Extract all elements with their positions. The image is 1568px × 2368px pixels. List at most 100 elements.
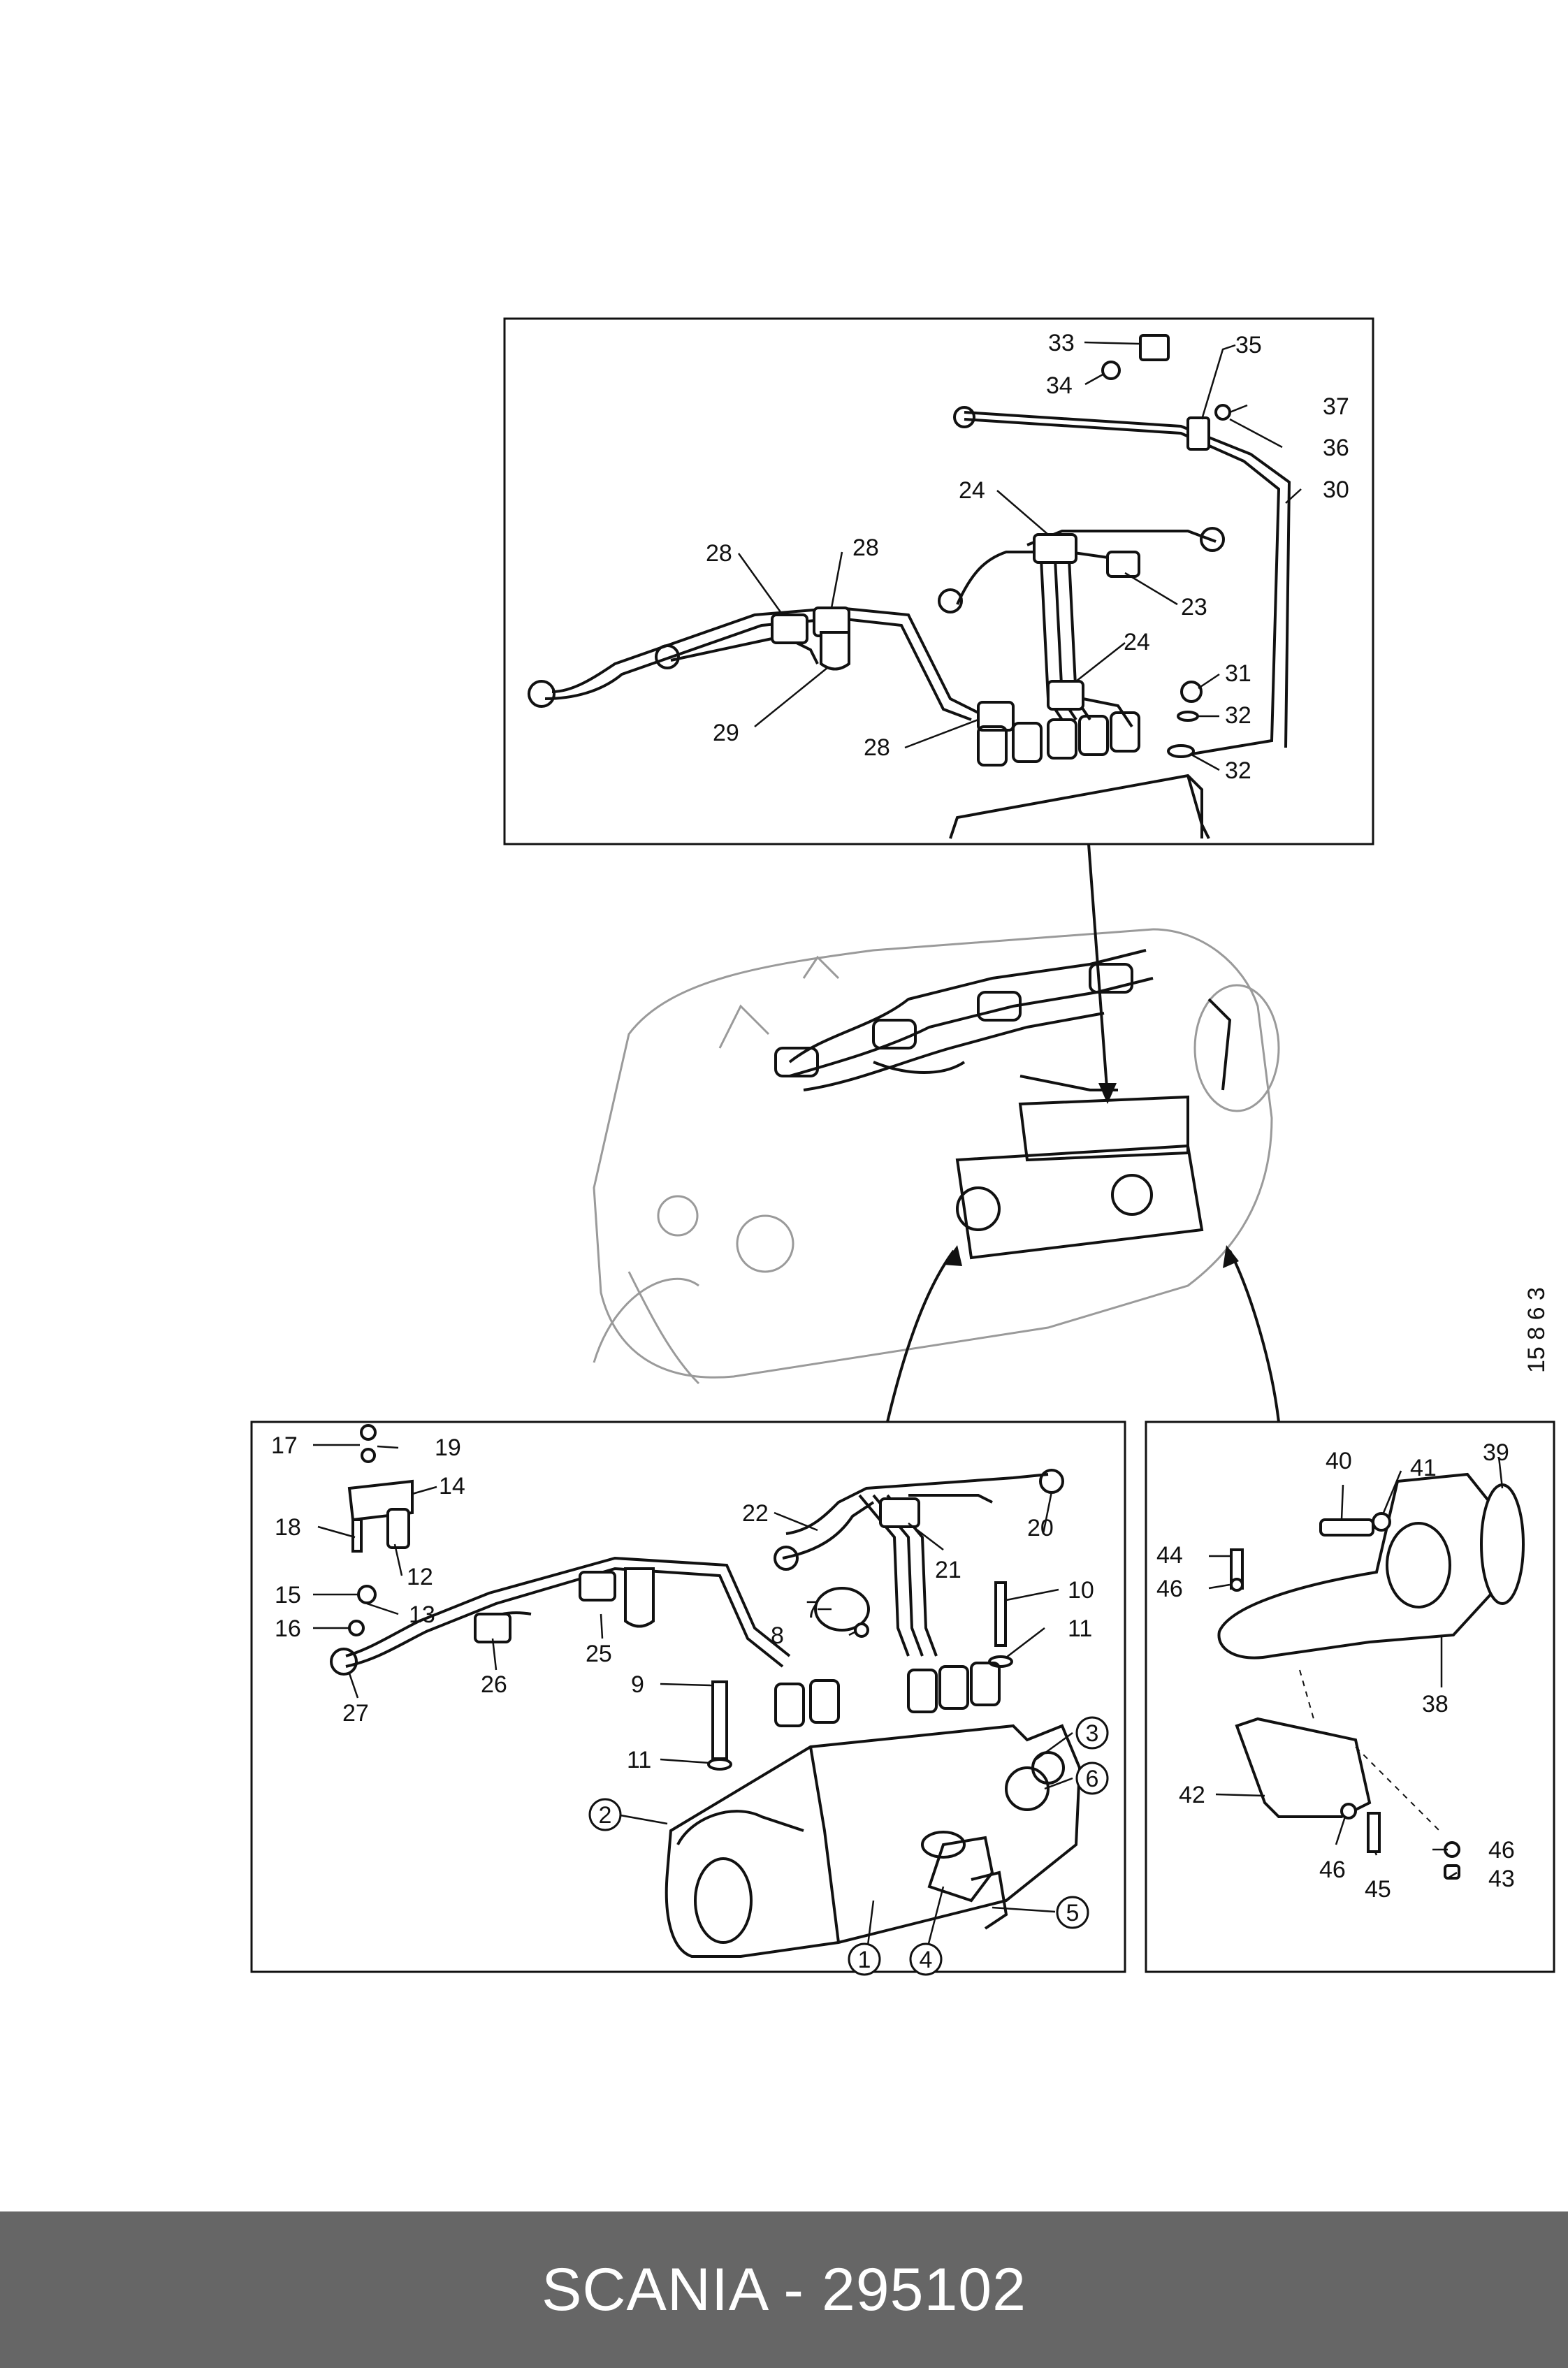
callout-24-upper: 24 <box>959 477 985 504</box>
callout-28-left: 28 <box>706 540 732 567</box>
callout-28-right: 28 <box>852 535 879 561</box>
callout-9: 9 <box>631 1671 644 1698</box>
callout-31: 31 <box>1225 660 1251 687</box>
callouts-bottom-left-panel: 17 19 14 18 12 13 15 16 22 21 20 7 8 10 … <box>271 1432 1094 1773</box>
bolt-45 <box>1367 1812 1381 1853</box>
footer-bar: SCANIA - 295102 <box>0 2211 1568 2368</box>
callout-27: 27 <box>342 1700 369 1727</box>
top-detail-panel <box>503 317 1374 845</box>
bottom-left-parts <box>347 1424 1013 1771</box>
washer-41 <box>1372 1512 1391 1532</box>
bottom-right-detail-panel <box>1145 1421 1555 1973</box>
callout-32-upper: 32 <box>1225 702 1251 729</box>
washer-11-lower <box>707 1758 732 1771</box>
callout-37: 37 <box>1323 393 1349 420</box>
callout-12: 12 <box>407 1564 433 1590</box>
pipe-10 <box>994 1581 1007 1647</box>
callout-36: 36 <box>1323 435 1349 461</box>
callout-34: 34 <box>1046 372 1073 399</box>
drawing-number: 15 8 6 3 <box>1523 1287 1550 1373</box>
stud-18 <box>351 1518 363 1553</box>
circled-callout-3: 3 <box>1075 1716 1109 1750</box>
pipe-clamp-23 <box>1106 551 1140 578</box>
bracket-33 <box>1139 334 1170 361</box>
callout-20: 20 <box>1027 1515 1054 1541</box>
callout-24-lower: 24 <box>1124 629 1150 655</box>
circled-callout-6: 6 <box>1075 1762 1109 1795</box>
washer-32a <box>1177 711 1199 722</box>
callout-33: 33 <box>1048 330 1075 356</box>
nut-16 <box>348 1620 365 1636</box>
panel-frames <box>250 317 1555 1973</box>
svg-text:2: 2 <box>599 1802 612 1829</box>
washer-15 <box>357 1585 377 1604</box>
callout-11-upper: 11 <box>1068 1615 1092 1642</box>
injector-pipe-end-20 <box>1039 1469 1064 1494</box>
nut-37 <box>1214 404 1231 421</box>
injection-pump <box>665 1662 1082 1958</box>
callout-leader-lines <box>313 341 1504 1957</box>
callout-44: 44 <box>1156 1542 1183 1569</box>
callout-38: 38 <box>1422 1691 1449 1717</box>
svg-text:4: 4 <box>920 1947 933 1973</box>
callout-18: 18 <box>275 1514 301 1541</box>
callout-35: 35 <box>1235 332 1262 358</box>
callout-15: 15 <box>275 1582 301 1608</box>
callout-17: 17 <box>271 1432 298 1459</box>
callout-39: 39 <box>1483 1439 1509 1466</box>
callout-10: 10 <box>1068 1577 1094 1604</box>
bracket-25 <box>624 1567 655 1628</box>
injector-pipe-end-27 <box>330 1648 358 1676</box>
svg-text:5: 5 <box>1066 1900 1080 1926</box>
washer-46-lower <box>1340 1803 1357 1819</box>
clip-35 <box>1186 416 1210 451</box>
pipe-clamp-24-lower <box>1047 680 1084 711</box>
washer-46-upper <box>1230 1578 1244 1592</box>
callout-29: 29 <box>713 720 739 746</box>
callout-32-lower: 32 <box>1225 757 1251 784</box>
pump-bracket-38 <box>1217 1472 1497 1659</box>
bottom-left-detail-panel <box>250 1421 1126 1973</box>
circled-callout-2: 2 <box>588 1798 622 1831</box>
callout-11-lower: 11 <box>627 1747 651 1773</box>
arrow-heads <box>943 1083 1239 1268</box>
washer-8 <box>854 1622 869 1638</box>
circled-callout-5: 5 <box>1056 1896 1089 1929</box>
pipe-clamp-28-left <box>771 613 808 644</box>
circled-callout-1: 1 <box>848 1942 881 1976</box>
washer-32b <box>1167 744 1195 758</box>
top-panel-clamps <box>771 334 1231 758</box>
callout-22: 22 <box>742 1500 769 1527</box>
leader-arrows <box>886 843 1280 1423</box>
bracket-bore <box>1386 1522 1451 1608</box>
support-bracket-42 <box>1235 1717 1372 1818</box>
bolt-9 <box>711 1680 728 1760</box>
pipe-clamp-24-upper <box>1033 533 1077 564</box>
callout-28-lower: 28 <box>864 734 890 761</box>
callout-21: 21 <box>935 1557 961 1583</box>
callouts-top-panel: 33 34 35 36 37 30 24 23 28 28 29 24 31 3… <box>706 330 1349 784</box>
top-panel-pump-head <box>949 711 1210 839</box>
callout-46-upper: 46 <box>1156 1576 1183 1602</box>
bottom-right-parts <box>1217 1472 1525 1880</box>
callout-41: 41 <box>1410 1455 1437 1481</box>
bracket-29 <box>820 631 850 671</box>
callout-40: 40 <box>1326 1448 1352 1474</box>
circled-callouts: 3 6 2 5 1 4 <box>588 1716 1109 1976</box>
callouts-bottom-right-panel: 40 41 39 44 46 38 42 46 45 46 43 <box>1156 1439 1515 1903</box>
gasket-39 <box>1480 1483 1525 1605</box>
engine-injector-lines <box>774 949 1232 1260</box>
footer-part-label: SCANIA - 295102 <box>542 2256 1026 2325</box>
svg-text:1: 1 <box>858 1947 871 1973</box>
callout-16: 16 <box>275 1615 301 1642</box>
callout-30: 30 <box>1323 477 1349 503</box>
callout-7: 7 <box>806 1597 819 1623</box>
callout-8: 8 <box>771 1622 784 1649</box>
svg-text:6: 6 <box>1086 1766 1099 1792</box>
circled-callout-4: 4 <box>909 1942 943 1976</box>
engine-sketch <box>593 928 1280 1385</box>
callout-26: 26 <box>481 1671 507 1698</box>
footer-part-number: 295102 <box>821 2256 1026 2323</box>
callout-13: 13 <box>409 1601 435 1628</box>
pipe-clamp-26 <box>474 1613 511 1643</box>
